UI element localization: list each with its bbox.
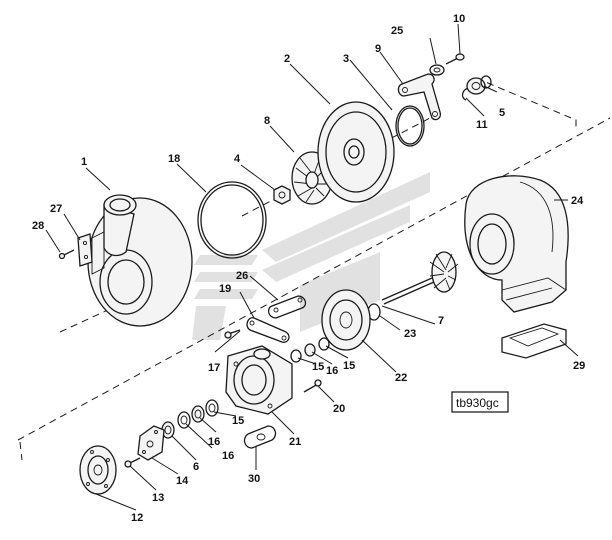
thrust-plate [137, 425, 165, 461]
callout-19: 19 [219, 283, 231, 295]
callout-9: 9 [375, 43, 381, 55]
callout-29: 29 [573, 360, 585, 372]
callout-8: 8 [264, 115, 270, 127]
callout-15-lower: 15 [232, 415, 244, 427]
callout-24: 24 [571, 195, 584, 207]
callout-23: 23 [404, 328, 416, 340]
callout-14: 14 [176, 475, 189, 487]
screw-10 [445, 53, 465, 65]
callout-28: 28 [32, 220, 44, 232]
compressor-backplate [317, 101, 395, 203]
ring-15-lower [205, 399, 219, 417]
callout-15-upper: 15 [343, 360, 355, 372]
screw-13 [124, 457, 141, 468]
collar-16 [177, 411, 191, 429]
nameplate-tag [77, 233, 93, 267]
callout-21: 21 [289, 436, 301, 448]
turbine-wheel-shaft [381, 251, 459, 305]
impeller-nut [273, 185, 291, 205]
callout-16-collar: 16 [222, 450, 234, 462]
ring-16-lower [191, 405, 205, 423]
callout-labels: 1 2 3 4 5 6 7 8 9 10 11 12 13 14 15 15 1… [32, 13, 585, 524]
fitting-5 [466, 75, 492, 95]
insert-plate [79, 445, 117, 495]
callout-22: 22 [395, 372, 407, 384]
callout-5: 5 [499, 107, 505, 119]
callout-27: 27 [50, 203, 62, 215]
callout-13: 13 [152, 492, 164, 504]
callout-1: 1 [81, 156, 87, 168]
callout-17: 17 [208, 362, 220, 374]
screw-17 [224, 329, 241, 339]
heat-shield [321, 289, 371, 351]
washer-25 [429, 64, 445, 76]
callout-2: 2 [284, 53, 290, 65]
gasket-26 [267, 295, 307, 319]
callout-7: 7 [438, 315, 444, 327]
turbine-housing [464, 175, 569, 313]
callout-6: 6 [193, 461, 199, 473]
ring-15-16-upper [290, 337, 330, 363]
callout-25: 25 [391, 25, 403, 37]
exhaust-gasket-29 [501, 323, 567, 359]
callout-15-middle: 15 [312, 361, 324, 373]
assembly-centerlines [17, 77, 611, 461]
reference-code-box: tb930gc [451, 391, 509, 413]
leader-lines [45, 23, 579, 511]
callout-26: 26 [236, 270, 248, 282]
callout-3: 3 [343, 53, 349, 65]
callout-16-lower: 16 [208, 436, 220, 448]
bearing-housing [225, 345, 293, 415]
callout-4: 4 [234, 153, 241, 165]
oil-gasket-30 [243, 425, 277, 449]
callout-30: 30 [248, 473, 260, 485]
compressor-housing [87, 194, 193, 327]
tag-screw [58, 249, 75, 260]
callout-16-upper: 16 [326, 365, 338, 377]
callout-20: 20 [333, 403, 345, 415]
retaining-bracket [397, 73, 442, 121]
callout-10: 10 [453, 13, 465, 25]
callout-12: 12 [131, 512, 143, 524]
gasket-19 [246, 317, 290, 343]
reference-code: tb930gc [456, 396, 499, 410]
large-o-ring [197, 181, 267, 259]
callout-18: 18 [168, 153, 180, 165]
callout-11: 11 [476, 119, 488, 131]
seal-ring [395, 105, 425, 147]
